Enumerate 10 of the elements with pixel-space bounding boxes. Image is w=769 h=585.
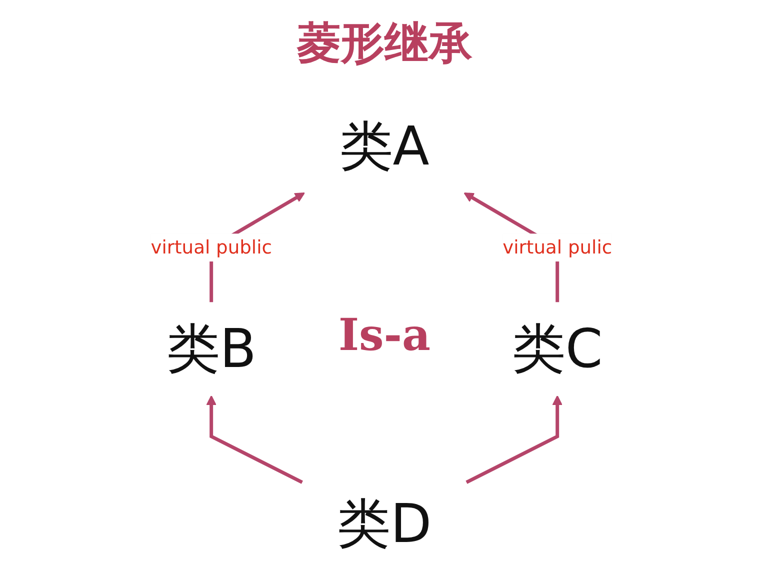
diagram-title: 菱形继承 bbox=[296, 17, 474, 71]
arrow bbox=[206, 395, 303, 484]
edge-label: virtual public bbox=[150, 236, 272, 258]
relation-label: Is-a bbox=[338, 310, 431, 361]
node-text: 类D bbox=[337, 494, 432, 555]
edge-label: virtual pulic bbox=[502, 236, 612, 258]
node-text: 类B bbox=[166, 318, 256, 380]
node-text: 类A bbox=[339, 116, 430, 178]
node-text: 类C bbox=[512, 318, 603, 380]
arrow bbox=[466, 395, 562, 484]
